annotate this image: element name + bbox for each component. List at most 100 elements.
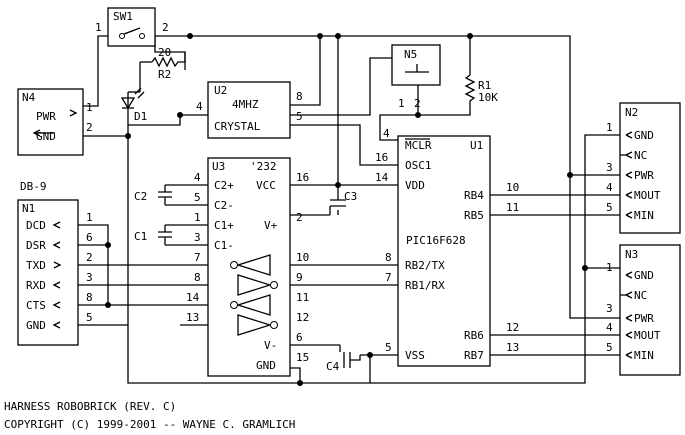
- u3-pin-c2m: C2-: [214, 199, 234, 212]
- n3-connector: N3 GND 1 NC PWR 3 MOUT 4 MIN 5: [606, 244, 681, 376]
- n4-num2: 2: [86, 121, 93, 134]
- u3-num-9: 9: [296, 271, 303, 284]
- n3-num-4: 4: [606, 321, 613, 334]
- r1-resistor: R1 10K: [464, 74, 498, 105]
- u3-num-16: 16: [296, 171, 309, 184]
- n1-label: N1: [22, 202, 35, 215]
- u1-num-mclr: 4: [383, 127, 390, 140]
- u1-pin-rb6: RB6: [464, 329, 484, 342]
- u1-pin-rb1: RB1/RX: [405, 279, 445, 292]
- c2-label: C2: [134, 190, 147, 203]
- u3-pin-vcc: VCC: [256, 179, 276, 192]
- c1-label: C1: [134, 230, 147, 243]
- u1-num-rb5: 11: [506, 201, 519, 214]
- u3-pin-c2p: C2+: [214, 179, 234, 192]
- sw1-switch: SW1 1 2: [95, 7, 169, 47]
- n2-num-1: 1: [606, 121, 613, 134]
- u1-num-rb6: 12: [506, 321, 519, 334]
- n2-pin-nc: NC: [634, 149, 647, 162]
- u3-buffers: [230, 254, 278, 336]
- n3-pin-mout: MOUT: [634, 329, 661, 342]
- u3-num-6: 6: [296, 331, 303, 344]
- n2-connector: N2 GND 1 NC PWR 3 MOUT 4 MIN 5: [606, 102, 681, 234]
- u3-pin-vplus: V+: [264, 219, 278, 232]
- u1-pin-osc1: OSC1: [405, 159, 432, 172]
- u1-pin-mclr: MCLR: [405, 139, 432, 152]
- n4-num1: 1: [86, 101, 93, 114]
- sw1-pin2: 2: [162, 21, 169, 34]
- u1-pin-vss: VSS: [405, 349, 425, 362]
- n5-pin1: 1: [398, 97, 405, 110]
- n2-pin-mout: MOUT: [634, 189, 661, 202]
- n3-label: N3: [625, 248, 638, 261]
- n5-pin2: 2: [414, 97, 421, 110]
- u1-pin-rb5: RB5: [464, 209, 484, 222]
- copyright-line: COPYRIGHT (C) 1999-2001 -- WAYNE C. GRAM…: [4, 418, 295, 431]
- n1-db9: DB-9 N1 DCD 1 DSR 6 TXD 2 RXD 3 CTS 8 GN…: [17, 180, 93, 346]
- n1-num-1: 1: [86, 211, 93, 224]
- n3-pin-nc: NC: [634, 289, 647, 302]
- u2-label: U2: [214, 84, 227, 97]
- u3-pin-gnd: GND: [256, 359, 276, 372]
- c2-capacitor: C2: [134, 185, 172, 205]
- u1-pin-rb7: RB7: [464, 349, 484, 362]
- c3-label: C3: [344, 190, 357, 203]
- u1-pin-rb2: RB2/TX: [405, 259, 445, 272]
- n4-label: N4: [22, 91, 36, 104]
- n3-pin-min: MIN: [634, 349, 654, 362]
- u3-pin-c1p: C1+: [214, 219, 234, 232]
- u3-num-8: 8: [194, 271, 201, 284]
- u1-part: PIC16F628: [406, 234, 466, 247]
- u3-num-1: 1: [194, 211, 201, 224]
- sw1-pin1: 1: [95, 21, 102, 34]
- u3-num-15: 15: [296, 351, 309, 364]
- u3-pin-c1m: C1-: [214, 239, 234, 252]
- n1-num-3: 3: [86, 271, 93, 284]
- u1-pin-vdd: VDD: [405, 179, 425, 192]
- n1-num-5: 5: [86, 311, 93, 324]
- r2-label: R2: [158, 68, 171, 81]
- u2-pin8: 8: [296, 90, 303, 103]
- u3-num-14: 14: [186, 291, 200, 304]
- u1-num-rb1: 7: [385, 271, 392, 284]
- n3-pin-gnd: GND: [634, 269, 654, 282]
- d1-led: D1: [120, 87, 147, 123]
- u1-num-rb7: 13: [506, 341, 519, 354]
- u3-num-11: 11: [296, 291, 309, 304]
- n4-connector: N4 PWR GND 1 2: [17, 88, 93, 156]
- n2-num-3: 3: [606, 161, 613, 174]
- n4-pin-pwr: PWR: [36, 110, 56, 123]
- u2-crystal-label: CRYSTAL: [214, 120, 261, 133]
- n1-pin-gnd: GND: [26, 319, 46, 332]
- u2-crystal: U2 4MHZ CRYSTAL 4 8 5: [196, 81, 303, 139]
- n2-num-4: 4: [606, 181, 613, 194]
- wires: [55, 35, 620, 384]
- c3-capacitor: C3: [329, 190, 357, 215]
- n1-pin-txd: TXD: [26, 259, 46, 272]
- u3-num-13: 13: [186, 311, 199, 324]
- u1-num-vdd: 14: [375, 171, 389, 184]
- c4-label: C4: [326, 360, 340, 373]
- junction-dots: [105, 33, 588, 386]
- c1-capacitor: C1: [134, 225, 172, 245]
- u3-num-2: 2: [296, 211, 303, 224]
- n3-num-3: 3: [606, 302, 613, 315]
- u2-pin5: 5: [296, 110, 303, 123]
- title-line: HARNESS ROBOBRICK (REV. C): [4, 400, 176, 413]
- n1-num-8: 8: [86, 291, 93, 304]
- u3-num-4: 4: [194, 171, 201, 184]
- u3-num-7: 7: [194, 251, 201, 264]
- u3-num-3: 3: [194, 231, 201, 244]
- r2-value: 20: [158, 46, 171, 59]
- n2-pin-pwr: PWR: [634, 169, 654, 182]
- r1-label: R1: [478, 79, 491, 92]
- u1-num-vss: 5: [385, 341, 392, 354]
- d1-label: D1: [134, 110, 147, 123]
- u1-num-rb4: 10: [506, 181, 519, 194]
- n1-pin-cts: CTS: [26, 299, 46, 312]
- r1-value: 10K: [478, 91, 498, 104]
- n4-pin-gnd: GND: [36, 130, 56, 143]
- u1-num-osc1: 16: [375, 151, 388, 164]
